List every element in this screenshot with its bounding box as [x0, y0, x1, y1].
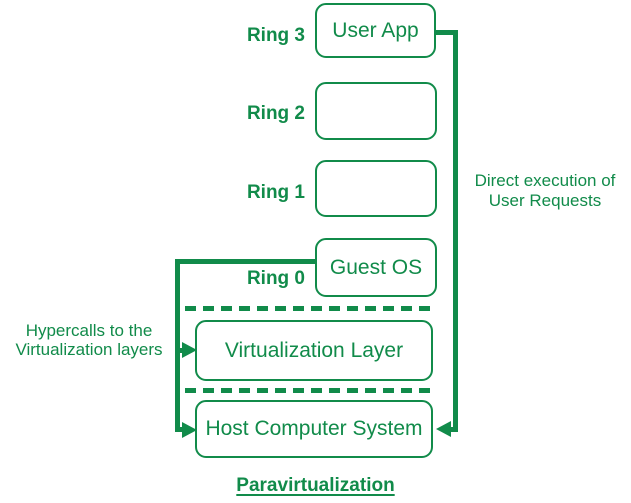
host-computer-system-box-label: Host Computer System [205, 417, 423, 440]
ring2-box [315, 82, 437, 140]
hypercalls-annotation: Hypercalls to the Virtualization layers [0, 321, 178, 359]
ring0-label: Ring 0 [246, 268, 305, 289]
user-app-box-label: User App [332, 18, 419, 42]
ring1-box [315, 160, 437, 217]
host-computer-system-box: Host Computer System [195, 400, 433, 458]
hypercall-line-vertical [175, 259, 180, 432]
ring2-label: Ring 2 [246, 103, 305, 124]
arrow-into-host-left-icon [182, 422, 197, 438]
arrow-into-host-right-icon [436, 421, 451, 437]
dashed-separator-virtualization [185, 388, 431, 393]
hypercall-stub-virtualization [179, 348, 184, 353]
direct-execution-annotation-line2: User Requests [488, 191, 602, 210]
hypercalls-annotation-line1: Hypercalls to the [25, 321, 153, 340]
hypercall-stub-host [179, 427, 184, 432]
virtualization-layer-box-label: Virtualization Layer [224, 338, 404, 362]
guest-os-box-label: Guest OS [329, 255, 423, 279]
direct-execution-annotation: Direct execution of User Requests [462, 171, 628, 211]
direct-execution-line-top [435, 30, 458, 35]
arrow-into-virtualization-layer-icon [182, 342, 197, 358]
guest-os-box: Guest OS [315, 238, 437, 297]
diagram-title: Paravirtualization [236, 475, 395, 496]
virtualization-layer-box: Virtualization Layer [195, 320, 433, 381]
hypercalls-annotation-line2: Virtualization layers [15, 340, 163, 359]
dashed-separator-ring0 [185, 306, 431, 311]
ring1-label: Ring 1 [246, 182, 305, 203]
user-app-box: User App [315, 3, 436, 58]
hypercall-line-top [175, 259, 316, 264]
direct-execution-line-vertical [453, 30, 458, 432]
direct-execution-line-stub [447, 427, 456, 432]
direct-execution-annotation-line1: Direct execution of [474, 171, 616, 190]
ring3-label: Ring 3 [246, 25, 305, 46]
